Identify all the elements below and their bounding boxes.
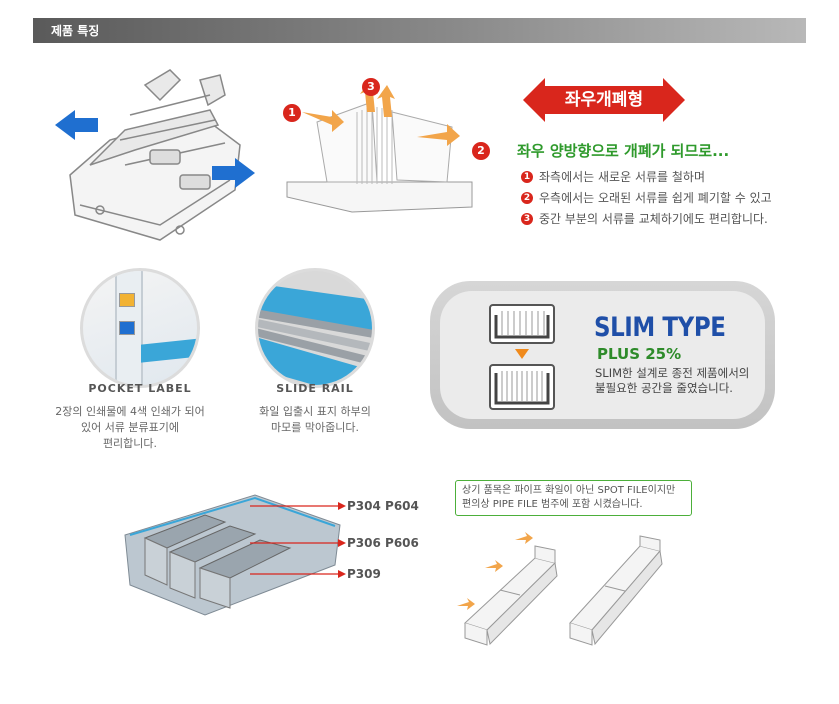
slim-plus-text: PLUS 25% [597, 345, 682, 363]
slim-compare-icon [489, 304, 555, 410]
section-header: 제품 특징 [33, 18, 806, 43]
open-type-badge-text: 좌우개폐형 [564, 90, 644, 110]
product-code-label: P304 P604 [347, 499, 419, 513]
open-headline: 좌우 양방향으로 개폐가 되므로... [517, 142, 730, 160]
slide-rail-image [255, 268, 375, 388]
number-badge: 2 [521, 191, 533, 204]
spot-file-illustration [457, 532, 663, 646]
section-title: 제품 특징 [51, 24, 100, 38]
tray-product-image [124, 494, 341, 616]
slim-desc: SLIM한 설계로 종전 제품에서의 불필요한 공간을 줄였습니다. [595, 366, 750, 395]
arrow-down-icon [515, 349, 529, 359]
number-badge: 3 [521, 212, 533, 225]
product-code-label: P309 [347, 567, 381, 581]
product-code-label: P306 P606 [347, 536, 419, 550]
spot-file-note: 상기 품목은 파이프 화일이 아닌 SPOT FILE이지만 편의상 PIPE … [455, 480, 692, 516]
arrow-right-icon [212, 158, 255, 188]
slide-rail-title: SLIDE RAIL [276, 382, 354, 395]
document-diagram [286, 80, 473, 213]
diagram-marker-1: 1 [283, 104, 301, 122]
slim-type-title: SLIM TYPE [594, 312, 726, 343]
code-pointer-lines [250, 502, 346, 578]
number-badge: 1 [521, 170, 533, 183]
diagram-marker-3: 3 [362, 78, 380, 96]
pocket-label-title: POCKET LABEL [88, 382, 192, 395]
open-type-badge: 좌우개폐형 [523, 78, 685, 122]
slide-rail-desc: 화일 입출시 표지 하부의 마모를 막아줍니다. [259, 405, 371, 434]
pocket-label-desc: 2장의 인쇄물에 4색 인쇄가 되어 있어 서류 분류표기에 편리합니다. [55, 405, 205, 450]
diagram-marker-2: 2 [472, 142, 490, 160]
pocket-label-image [80, 268, 200, 388]
arrow-left-icon [55, 110, 98, 140]
binder-open-illustration [55, 69, 255, 241]
